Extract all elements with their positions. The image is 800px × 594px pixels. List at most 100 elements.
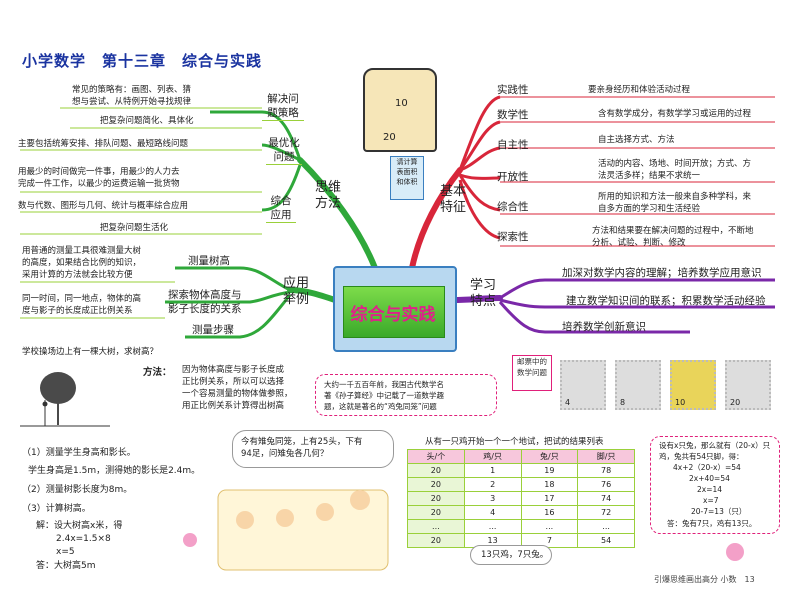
basic-desc-open: 活动的内容、场地、时间开放；方式、方 法灵活多样；结果不求统一 (598, 159, 752, 181)
equation-line-7: 20-7=13（只） (691, 507, 747, 516)
table-title: 从有一只鸡开始一个一个地试，把试的结果列表 (425, 437, 604, 447)
table-header-cell: 鸡/只 (463, 449, 522, 464)
result-bubble: 13只鸡，7只兔。 (470, 545, 552, 565)
box-illustration: 10 20 (363, 68, 437, 152)
table-header-cell: 头/个 (407, 449, 465, 464)
table-cell: 19 (520, 463, 579, 478)
equation-line-2: 鸡，兔共有54只脚，得： (659, 452, 744, 461)
tree-step-1: （1）测量学生身高和影长。 (22, 448, 136, 458)
page-title: 小学数学 第十三章 综合与实践 (22, 52, 263, 70)
box-dimension-twenty: 20 (383, 132, 396, 143)
history-box: 大约一千五百年前，我国古代数学名 著《孙子算经》中记载了一道数学趣 题，这就是著… (315, 374, 497, 416)
center-label: 综合与实践 (350, 305, 436, 325)
table-cell: 20 (407, 533, 465, 548)
stamp-1-value: 4 (565, 398, 571, 407)
table-cell: 54 (577, 533, 635, 548)
equation-line-1: 设有x只兔，那么就有（20-x）只 (659, 441, 771, 450)
stamp-3-value: 10 (675, 398, 686, 407)
table-cell: ... (463, 519, 522, 534)
basic-desc-math: 含有数学成分，有数学学习或运用的过程 (598, 109, 752, 119)
apply-note-measure: 用普通的测量工具很难测量大树 的高度，如果结合比例的知识， 采用计算的方法就会比… (22, 246, 142, 280)
table-cell: 17 (520, 491, 579, 506)
think-note-strategy-2: 把复杂问题简化、具体化 (100, 116, 194, 126)
study-item-2: 建立数学知识间的联系；积累数学活动经验 (566, 295, 766, 307)
equation-line-5: 2x=14 (697, 485, 723, 494)
table-cell: 4 (463, 505, 522, 520)
think-note-optimize-2: 用最少的时间做完一件事，用最少的人力去 完成一件工作，以最少的运费运输一批货物 (18, 167, 180, 189)
table-header-cell: 兔/只 (520, 449, 579, 464)
category-basic: 基本 特征 (440, 184, 467, 215)
page-footer: 引爆思维画出高分 小数 13 (654, 575, 755, 584)
equation-line-4: 2x+40=54 (689, 474, 730, 483)
think-node-optimize: 最优化 问题 (266, 136, 302, 165)
solution-line-1: 解：设大树高x米，得 (36, 521, 123, 531)
table-cell: 20 (407, 477, 465, 492)
apply-node-explore: 探索物体高度与 影子长度的关系 (168, 289, 242, 315)
equation-line-6: x=7 (703, 496, 719, 505)
apply-node-measure: 测量树高 (188, 255, 230, 267)
table-cell: 18 (520, 477, 579, 492)
table-cell: 7 (520, 533, 579, 548)
basic-desc-autonomy: 自主选择方式、方法 (598, 135, 675, 145)
table-cell: 78 (577, 463, 635, 478)
category-apply: 应用 举例 (283, 276, 310, 307)
table-header-cell: 脚/只 (577, 449, 635, 464)
puzzle-text: 今有雉兔同笼，上有25头，下有 94足，问雉兔各几何？ (241, 437, 363, 459)
basic-item-comprehensive: 综合性 (497, 201, 529, 213)
stamps-caption: 邮票中的 数学问题 (512, 355, 552, 391)
basic-desc-practice: 要亲身经历和体验活动过程 (588, 85, 691, 95)
equation-answer: 答：兔有7只，鸡有13只。 (667, 519, 757, 528)
basic-desc-explore: 方法和结果要在解决问题的过程中，不断地 分析、试验、判断、修改 (592, 226, 754, 248)
tree-step-2: （2）测量树影长度为8m。 (22, 485, 133, 495)
table-cell: 20 (407, 463, 465, 478)
study-item-3: 培养数学创新意识 (562, 321, 646, 333)
tree-step-1-data: 学生身高是1.5m，测得她的影长是2.4m。 (28, 466, 201, 476)
think-note-strategy-1: 常见的策略有：画图、列表、猜 想与尝试、从特例开始寻找规律 (72, 85, 192, 107)
result-text: 13只鸡，7只兔。 (481, 550, 549, 560)
tree-step-3: （3）计算树高。 (22, 504, 91, 514)
table-cell: 20 (407, 491, 465, 506)
table-cell: 3 (463, 491, 522, 506)
table-header-row: 头/个 鸡/只 兔/只 脚/只 (407, 449, 635, 464)
stamp-2: 8 (615, 360, 661, 410)
tree-question: 学校操场边上有一棵大树，求树高？ (22, 347, 159, 357)
table-cell: ... (407, 519, 465, 534)
stamp-4-value: 20 (730, 398, 741, 407)
puzzle-bubble: 今有雉兔同笼，上有25头，下有 94足，问雉兔各几何？ (232, 430, 394, 468)
table-cell: 20 (407, 505, 465, 520)
study-item-1: 加深对数学内容的理解；培养数学应用意识 (562, 267, 762, 279)
method-text: 因为物体高度与影子长度成 正比例关系，所以可以选择 一个容易测量的物体做参照， … (182, 365, 293, 411)
table-cell: 72 (577, 505, 635, 520)
solution-line-2: 2.4x=1.5×8 (56, 534, 111, 544)
think-node-strategy: 解决问 题策略 (262, 92, 304, 121)
basic-item-open: 开放性 (497, 171, 529, 183)
think-note-apply-2: 把复杂问题生活化 (100, 223, 169, 233)
center-node: 综合与实践 (333, 266, 457, 352)
method-label: 方法： (143, 367, 172, 378)
table-cell: ... (577, 519, 635, 534)
category-study: 学习 特点 (470, 278, 497, 309)
stamp-4: 20 (725, 360, 771, 410)
basic-item-explore: 探索性 (497, 231, 529, 243)
equation-line-3: 4x+2（20-x）=54 (673, 463, 741, 472)
table-cell: 2 (463, 477, 522, 492)
basic-desc-comprehensive: 所用的知识和方法一般来自多种学科，来 自多方面的学习和生活经验 (598, 192, 752, 214)
table-cell: 16 (520, 505, 579, 520)
think-note-apply-1: 数与代数、图形与几何、统计与概率综合应用 (18, 201, 189, 211)
solution-line-3: x=5 (56, 547, 75, 557)
basic-item-math: 数学性 (497, 109, 529, 121)
box-tag: 请计算 表面积 和体积 (390, 156, 424, 200)
apply-node-steps: 测量步骤 (192, 324, 234, 336)
stamp-3: 10 (670, 360, 716, 410)
equation-box: 设有x只兔，那么就有（20-x）只 鸡，兔共有54只脚，得： 4x+2（20-x… (650, 436, 780, 534)
think-note-optimize-1: 主要包括统筹安排、排队问题、最短路线问题 (18, 139, 189, 149)
table-cell: ... (520, 519, 579, 534)
history-text: 大约一千五百年前，我国古代数学名 著《孙子算经》中记载了一道数学趣 题，这就是著… (324, 380, 444, 411)
